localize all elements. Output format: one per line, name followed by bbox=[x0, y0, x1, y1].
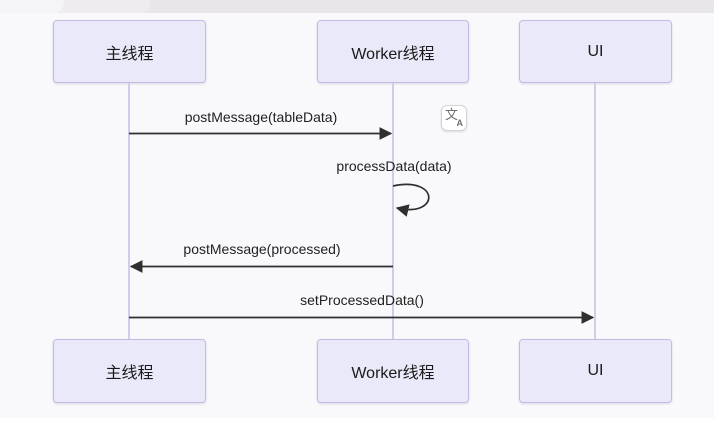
message-label-postmessage-tabledata: postMessage(tableData) bbox=[184, 109, 338, 125]
message-label-setprocesseddata: setProcessedData() bbox=[300, 292, 424, 308]
actor-box-ui-top: UI bbox=[519, 20, 672, 83]
translate-icon-zh-glyph: 文 bbox=[445, 107, 459, 122]
message-label-postmessage-processed: postMessage(processed) bbox=[183, 241, 341, 257]
message-label-processdata: processData(data) bbox=[336, 158, 452, 174]
translate-icon-en-glyph: A bbox=[456, 118, 464, 128]
actor-label: 主线程 bbox=[105, 365, 154, 382]
actor-label: Worker线程 bbox=[351, 365, 435, 382]
actor-box-worker-thread-bottom: Worker线程 bbox=[317, 339, 469, 403]
actor-box-main-thread-bottom: 主线程 bbox=[53, 339, 206, 403]
top-toolbar-edge bbox=[0, 0, 714, 13]
toolbar-tab-shape-left bbox=[0, 0, 64, 13]
actor-label: UI bbox=[587, 42, 604, 60]
lifeline-ui bbox=[594, 83, 596, 339]
actor-label: Worker线程 bbox=[351, 45, 435, 63]
actor-label: UI bbox=[587, 362, 604, 379]
actor-box-worker-thread-top: Worker线程 bbox=[317, 20, 469, 83]
translate-icon[interactable]: 文 A bbox=[441, 105, 467, 131]
actor-box-main-thread-top: 主线程 bbox=[53, 20, 206, 83]
actor-box-ui-bottom: UI bbox=[519, 339, 672, 403]
actor-label: 主线程 bbox=[105, 45, 154, 63]
lifeline-worker-thread bbox=[392, 83, 394, 339]
lifeline-main-thread bbox=[128, 83, 130, 339]
